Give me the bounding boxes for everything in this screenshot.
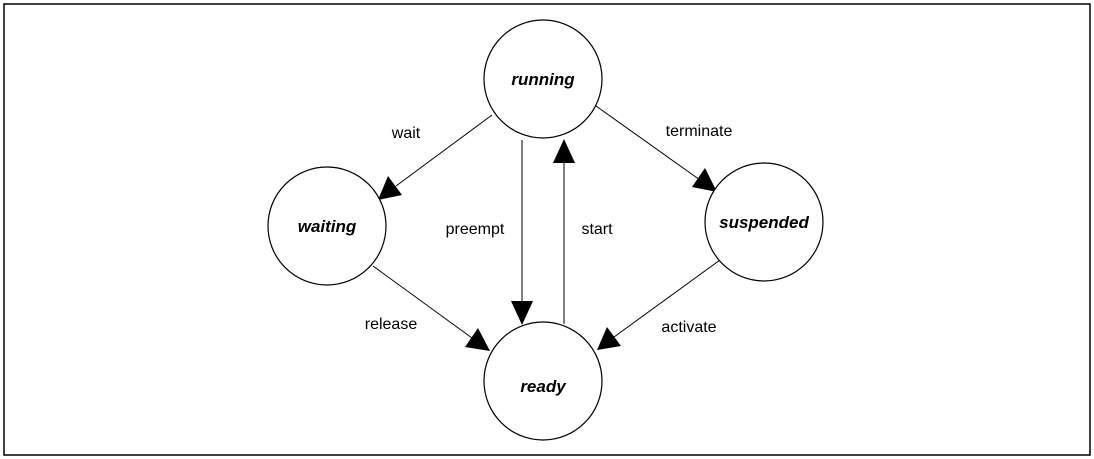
- state-ready: ready: [483, 321, 603, 441]
- transition-preempt: [511, 140, 533, 325]
- state-suspended: suspended: [704, 162, 824, 282]
- transition-terminate: [595, 105, 717, 192]
- transition-release: [372, 265, 490, 351]
- transition-label-release: release: [365, 316, 418, 333]
- state-label-waiting: waiting: [298, 217, 357, 236]
- transition-label-activate: activate: [661, 319, 716, 336]
- arrowhead: [553, 139, 575, 163]
- transition-label-preempt: preempt: [446, 221, 505, 238]
- arrowhead: [378, 176, 402, 200]
- transition-label-start: start: [581, 221, 613, 238]
- state-waiting: waiting: [267, 166, 387, 286]
- arrowhead: [511, 301, 533, 325]
- state-label-ready: ready: [520, 377, 567, 396]
- arrowhead: [597, 327, 621, 350]
- arrowhead: [692, 168, 717, 192]
- diagram-frame: [3, 3, 1091, 456]
- transition-start: [553, 139, 575, 324]
- transition-activate: [597, 259, 721, 350]
- arrowhead: [465, 328, 490, 351]
- state-label-running: running: [511, 70, 575, 89]
- state-running: running: [483, 19, 603, 139]
- transition-wait: [378, 114, 493, 200]
- transition-label-terminate: terminate: [666, 123, 733, 140]
- state-label-suspended: suspended: [719, 213, 809, 232]
- transition-label-wait: wait: [391, 125, 421, 142]
